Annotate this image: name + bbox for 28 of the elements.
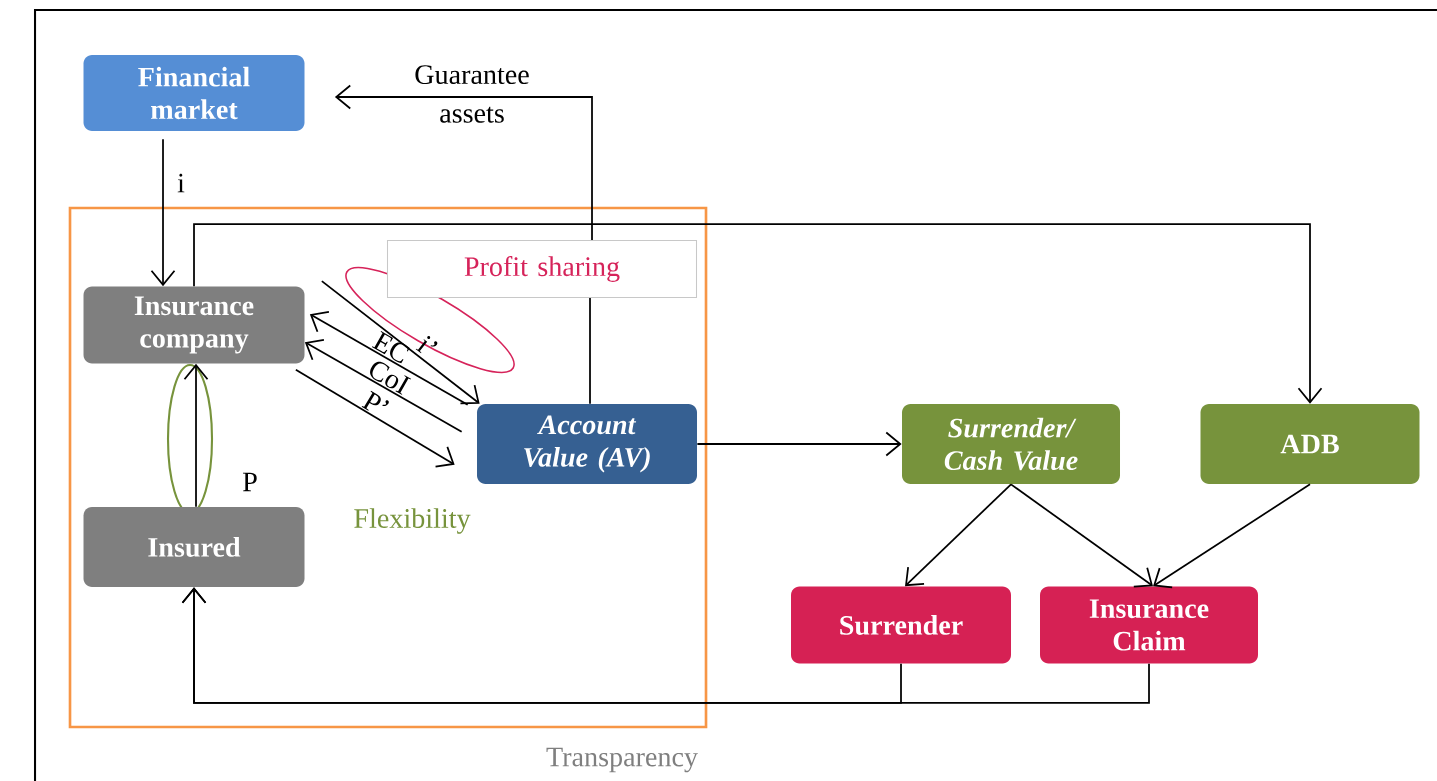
edge-label: EC [371, 331, 410, 364]
arrow [304, 338, 463, 433]
arrow [321, 280, 480, 405]
arrow [1010, 483, 1153, 588]
arrow [309, 310, 469, 406]
arrow [905, 483, 1012, 587]
arrow [1153, 483, 1311, 589]
process-box: Surrender/ Cash Value [902, 404, 1120, 484]
process-box: ADB [1200, 404, 1420, 484]
edge-label: P [243, 472, 257, 492]
arrow [334, 84, 593, 241]
frame-heading: Transparency [546, 747, 698, 773]
edge-label: i [177, 173, 185, 193]
annotation-text: Flexibility [354, 508, 471, 534]
process-box: Account Value (AV) [477, 404, 697, 484]
arrow [295, 368, 455, 468]
arrow [181, 587, 1150, 704]
process-box: Financial market [83, 55, 305, 131]
note-box: Profit sharing [387, 239, 698, 299]
outcome-box: Insurance Claim [1040, 586, 1258, 664]
arrow [150, 138, 176, 287]
edge-label: Guarantee assets [415, 65, 529, 123]
outcome-box: Surrender [791, 586, 1011, 664]
arrow [193, 223, 1323, 404]
process-box: Insured [83, 507, 305, 587]
process-box: Insurance company [83, 286, 305, 364]
edge-label: i’ [415, 336, 438, 354]
arrow [696, 431, 902, 457]
